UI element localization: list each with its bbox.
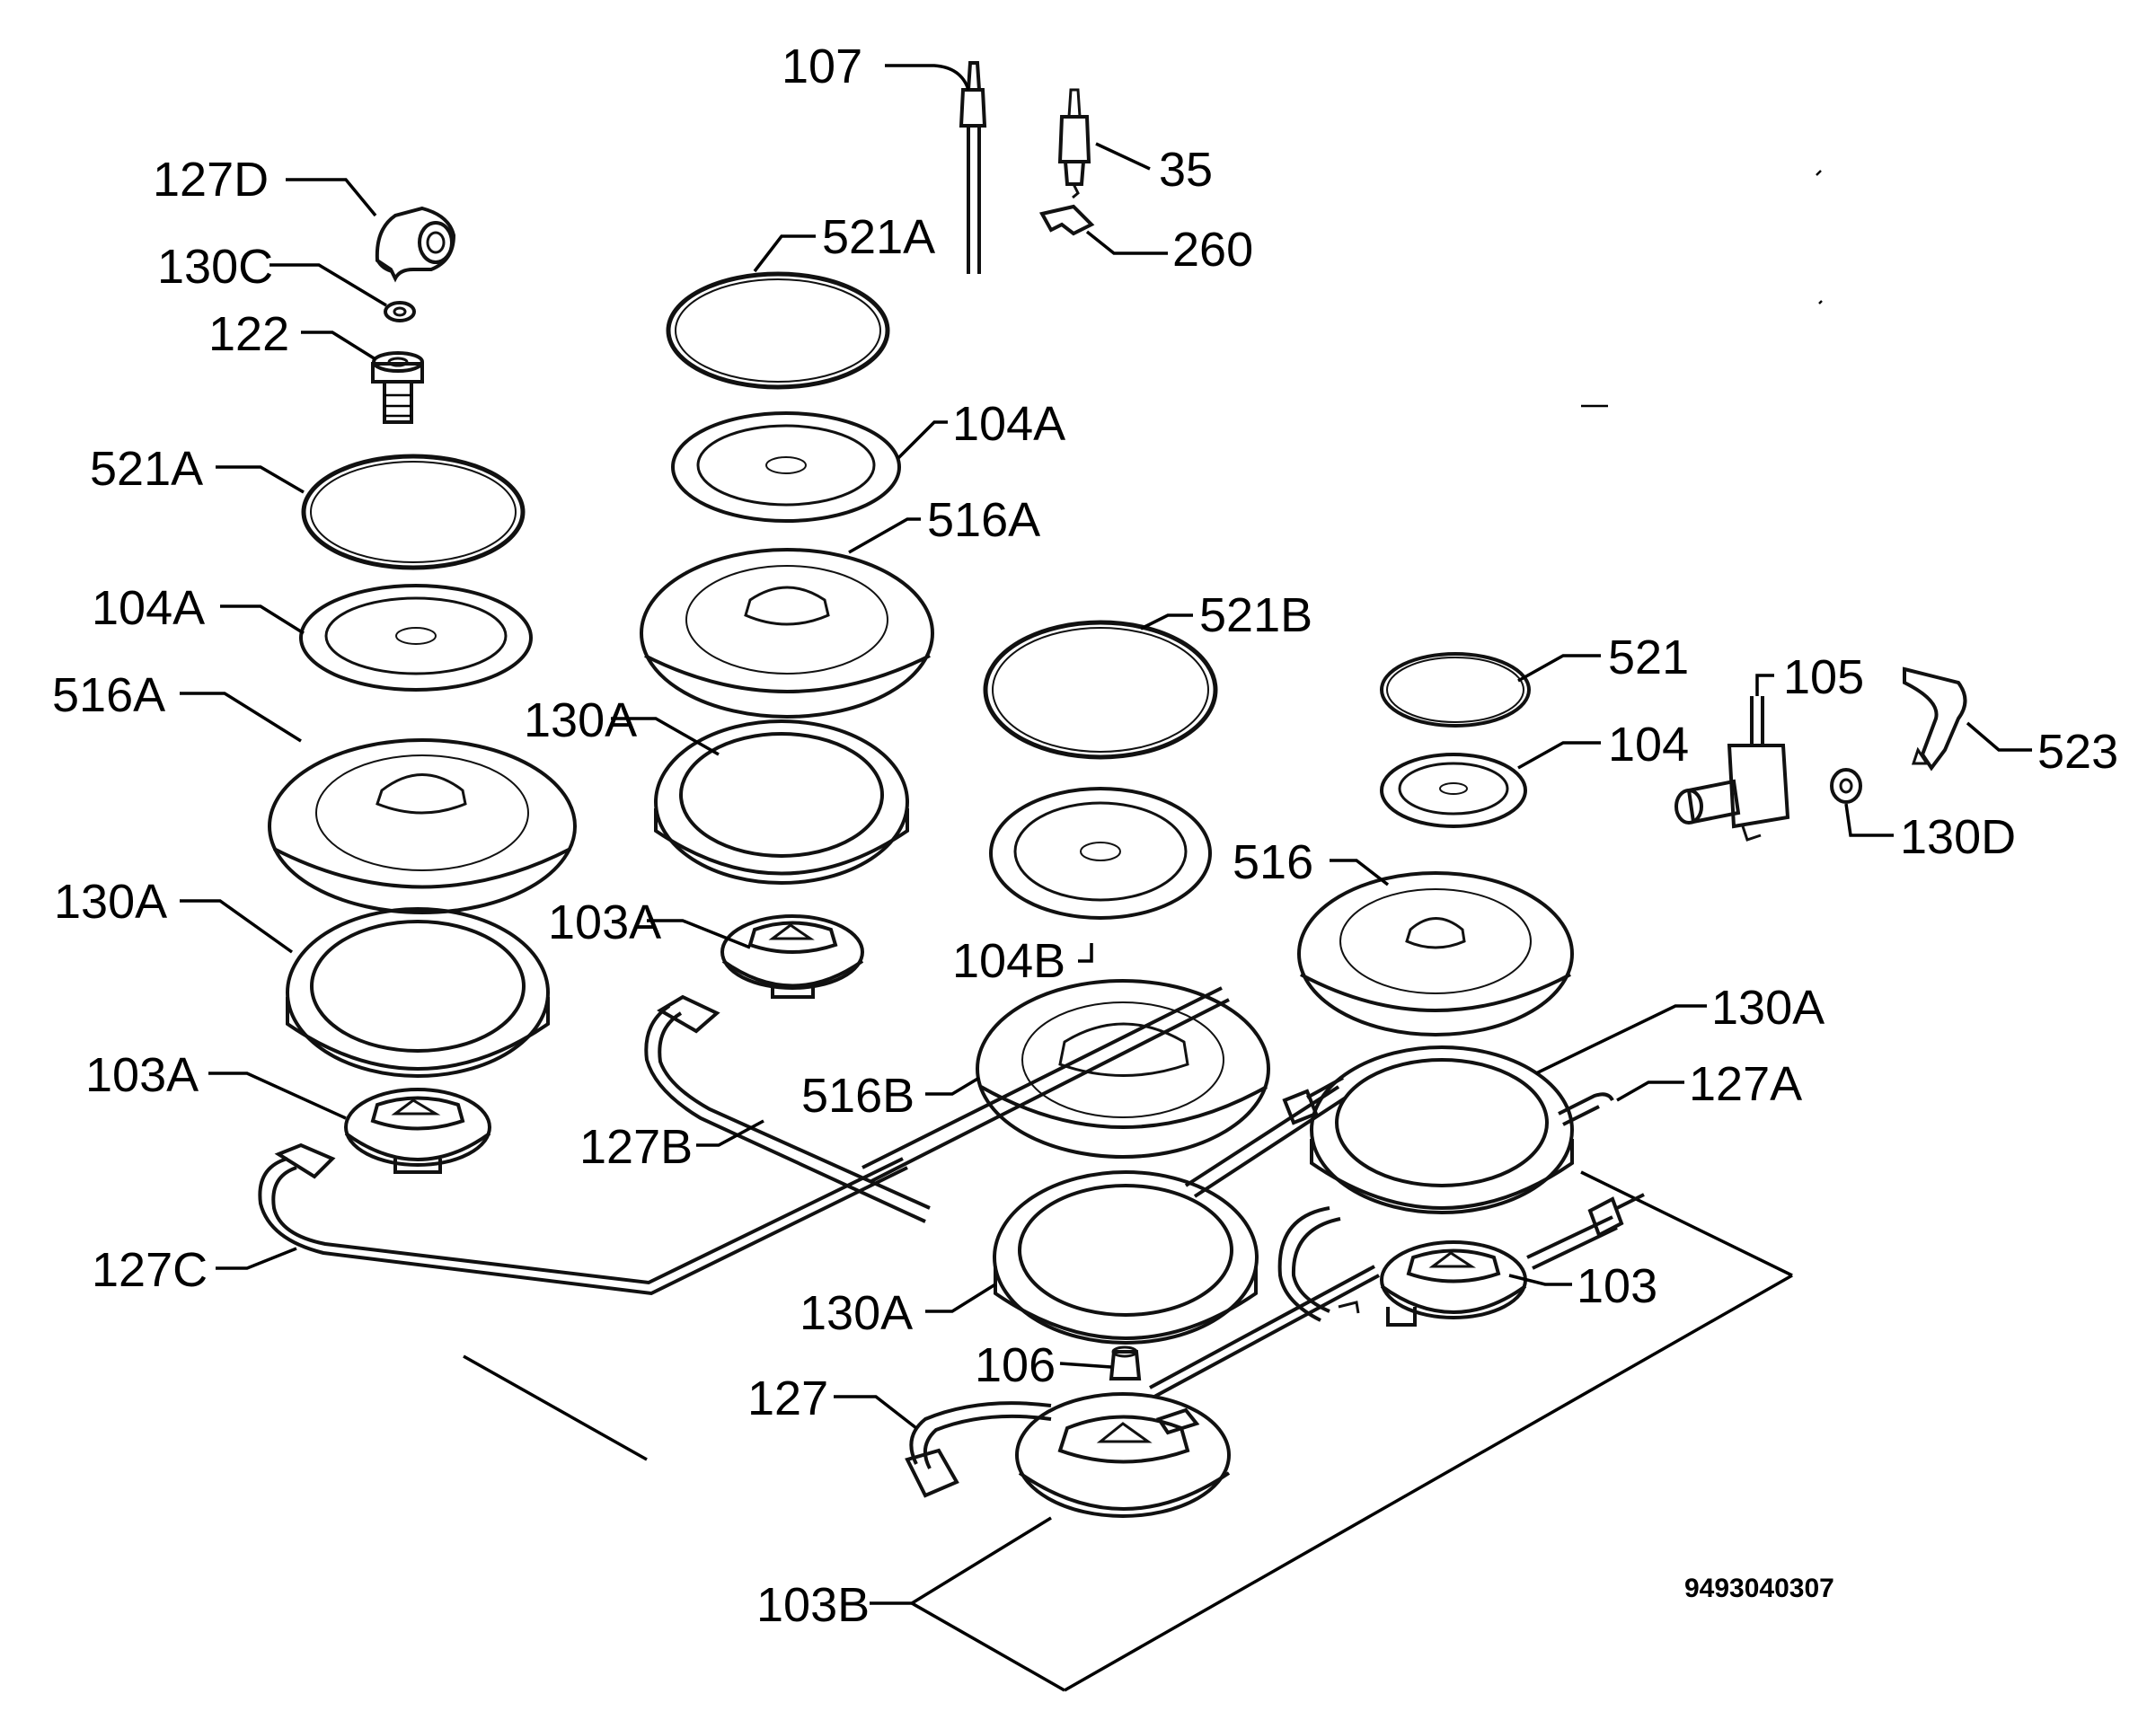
label-521: 521 <box>1608 631 1689 684</box>
gas-pipe-127c <box>258 1142 908 1296</box>
label-130a-mid: 130A <box>524 693 637 747</box>
label-104a-top: 104A <box>952 397 1065 451</box>
label-523: 523 <box>2037 725 2118 779</box>
label-516a-top: 516A <box>927 493 1040 547</box>
part-labels: 107 35 260 127D 130C 122 521A 521A 104A … <box>52 40 2118 1632</box>
stray-mark <box>1816 170 1822 176</box>
label-103a-left: 103A <box>85 1048 199 1102</box>
valve-105 <box>1674 696 1790 842</box>
injector-106 <box>1109 1345 1142 1380</box>
label-516b: 516B <box>801 1069 915 1123</box>
burner-crown-104a-top <box>671 411 901 523</box>
label-516: 516 <box>1233 835 1313 889</box>
label-127a: 127A <box>1689 1057 1802 1111</box>
label-127: 127 <box>747 1372 828 1425</box>
cap-plate-516b <box>976 979 1270 1159</box>
label-130c: 130C <box>157 240 273 294</box>
cap-plate-516a-top <box>640 548 934 719</box>
washer-130c <box>384 301 416 322</box>
label-106: 106 <box>975 1338 1056 1392</box>
label-122: 122 <box>208 307 289 361</box>
burner-crown-104a-left <box>299 584 533 692</box>
gas-pipe-127b <box>644 994 931 1223</box>
gas-pipe-127a <box>1277 1092 1645 1322</box>
label-103: 103 <box>1577 1259 1657 1313</box>
label-127b: 127B <box>579 1120 693 1174</box>
label-521a-left: 521A <box>90 442 203 496</box>
leader-lines <box>180 64 2032 1605</box>
label-103a-mid: 103A <box>548 895 661 949</box>
label-105: 105 <box>1783 650 1864 704</box>
seal-ring-521 <box>1380 652 1531 728</box>
seal-ring-521a-top <box>666 271 890 390</box>
elbow-fitting-127d <box>375 206 456 283</box>
thermocouple-107 <box>959 61 987 274</box>
label-130a-right: 130A <box>1711 981 1825 1035</box>
seal-ring-130a-mid <box>654 719 909 885</box>
spark-plug-35 <box>1057 88 1091 199</box>
seal-ring-521a-left <box>301 454 526 570</box>
label-104a-left: 104A <box>92 581 205 635</box>
cap-plate-516a-left <box>268 738 577 914</box>
label-521a-top: 521A <box>822 210 935 264</box>
injector-holder-122 <box>371 351 424 424</box>
seal-ring-521b <box>983 620 1218 760</box>
label-107: 107 <box>782 40 862 93</box>
drawing-code: 9493040307 <box>1684 1574 1834 1603</box>
gas-pipe-diagonal <box>862 986 1380 1398</box>
burner-crown-104b <box>989 787 1212 920</box>
label-521b: 521B <box>1199 588 1312 642</box>
burner-base-103b <box>1015 1392 1231 1518</box>
label-516a-left: 516A <box>52 668 165 722</box>
burner-crown-104 <box>1380 753 1527 828</box>
hob-outline <box>463 1170 1793 1692</box>
stray-mark <box>1818 300 1823 304</box>
label-35: 35 <box>1159 143 1213 197</box>
burner-base-103a-left <box>344 1088 491 1174</box>
label-127d: 127D <box>153 153 269 207</box>
gas-pipe-127 <box>905 1401 1052 1498</box>
seal-ring-130a-left <box>286 907 550 1078</box>
label-104b: 104B <box>952 934 1065 988</box>
label-130a-left: 130A <box>54 875 167 929</box>
label-130a-bottom: 130A <box>800 1286 913 1340</box>
label-104: 104 <box>1608 718 1689 772</box>
label-130d: 130D <box>1900 810 2016 864</box>
cap-plate-516 <box>1297 871 1574 1036</box>
seal-ring-130a-bottom <box>993 1170 1259 1345</box>
label-103b: 103B <box>756 1578 870 1632</box>
label-127c: 127C <box>92 1243 208 1297</box>
seal-ring-130a-right <box>1310 1045 1574 1214</box>
burner-base-103a-mid <box>720 914 864 999</box>
bracket-260 <box>1038 204 1095 236</box>
label-260: 260 <box>1172 223 1253 277</box>
bracket-523 <box>1903 666 1967 772</box>
washer-130d <box>1830 768 1862 804</box>
